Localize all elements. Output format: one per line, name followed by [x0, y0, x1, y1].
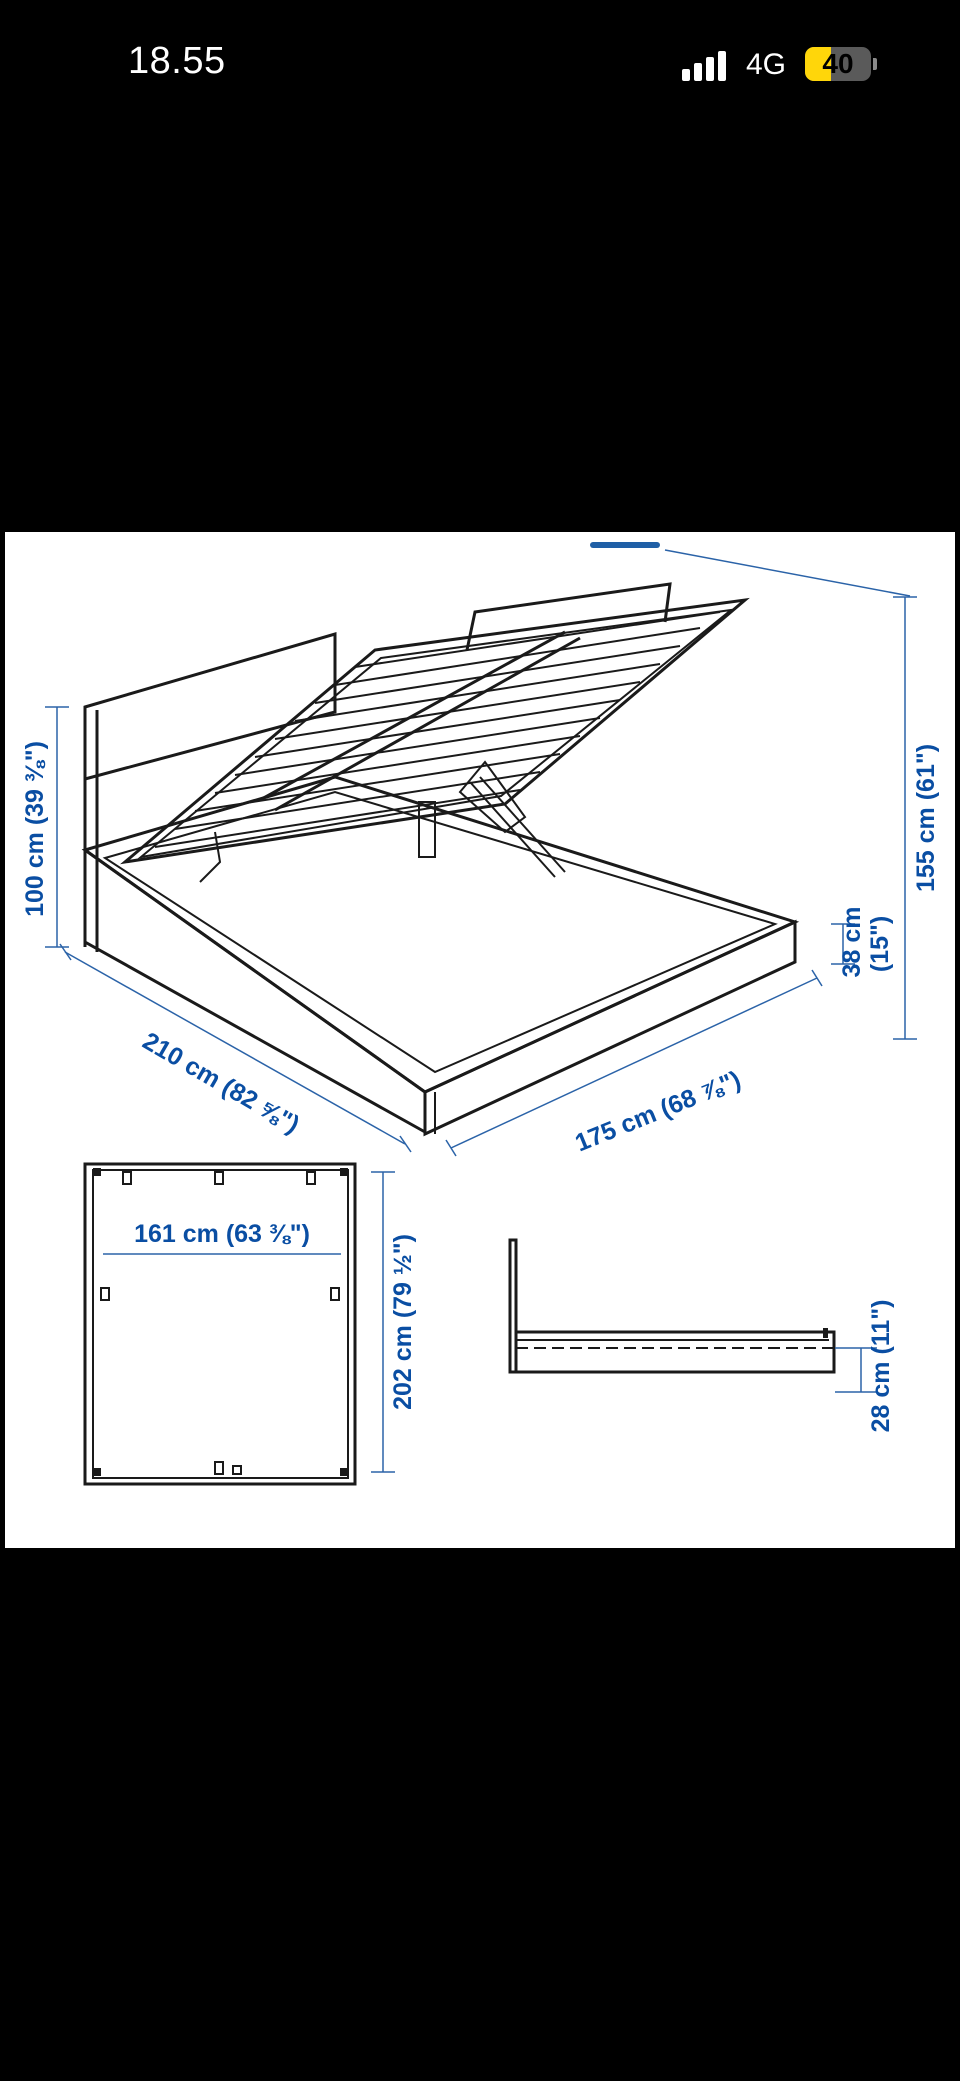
dimension-lines [45, 549, 917, 1157]
top-view-plan [83, 1162, 395, 1486]
cellular-signal-icon [682, 51, 726, 81]
battery-percent: 40 [822, 48, 854, 79]
bed-drawing [81, 582, 800, 1137]
image-viewer[interactable]: 155 cm (61") 100 cm (39 ⅜") 38 cm (15") … [5, 532, 955, 1548]
battery-icon: 40 [805, 47, 871, 81]
battery-nub [873, 58, 877, 70]
page-indicator[interactable] [590, 542, 660, 548]
length-label: 210 cm (82 ⅝") [138, 1027, 304, 1139]
status-time: 18.55 [128, 40, 226, 82]
frame-height-metric-label: 38 cm [838, 907, 866, 978]
slatted-base [119, 582, 750, 883]
inner-width-label: 161 cm (63 ⅜") [134, 1220, 310, 1248]
battery-level [805, 47, 832, 81]
network-type: 4G [746, 48, 787, 81]
clearance-label: 28 cm (11") [867, 1300, 895, 1433]
overall-height-label: 155 cm (61") [912, 744, 940, 892]
frame-height-imperial-label: (15") [866, 916, 894, 972]
status-bar: 18.55 4G 40 [0, 0, 960, 130]
side-view [508, 1238, 877, 1393]
bed-dimensions-diagram: 155 cm (61") 100 cm (39 ⅜") 38 cm (15") … [21, 549, 940, 1486]
inner-length-label: 202 cm (79 ½") [389, 1234, 417, 1410]
headboard-height-label: 100 cm (39 ⅜") [21, 741, 49, 917]
